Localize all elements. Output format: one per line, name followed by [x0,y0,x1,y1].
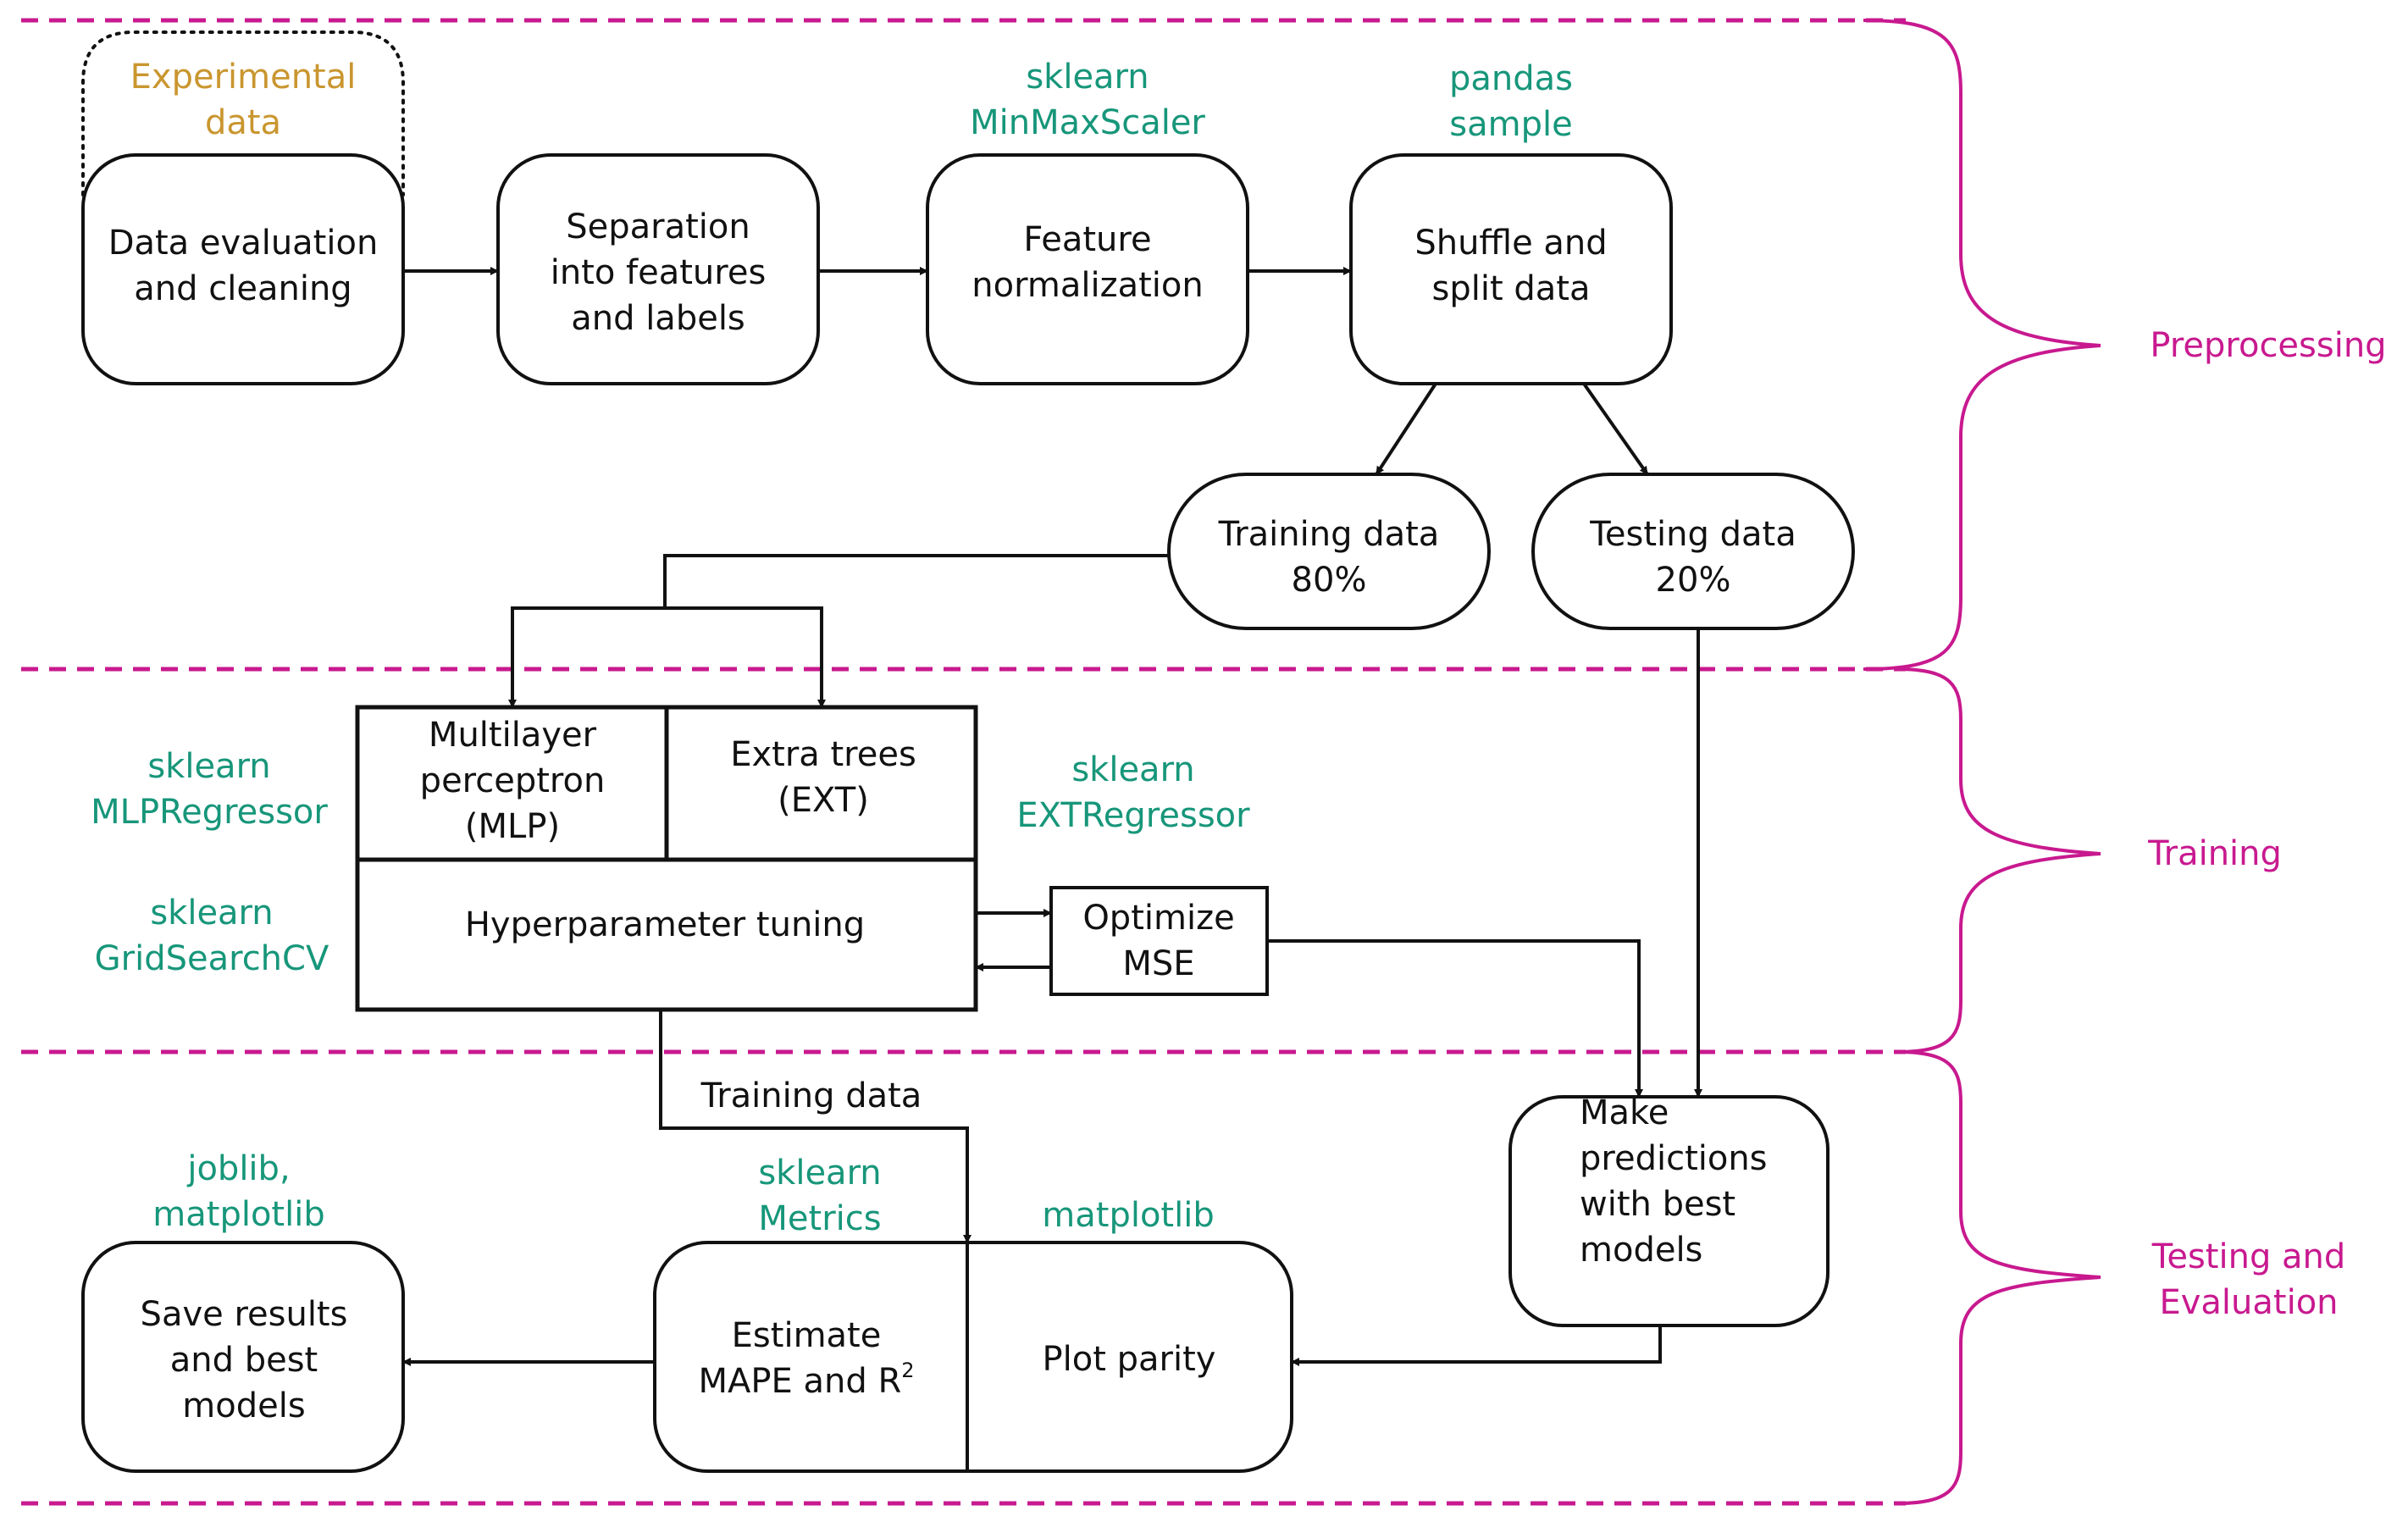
arrow-shuffle-to-training [1375,382,1437,476]
matplotlib-lib-label: matplotlib [1042,1196,1215,1235]
joblib-lib-label: joblib,matplotlib [152,1149,325,1234]
training-data-box [1167,473,1491,630]
plot-parity-label: Plot parity [1042,1340,1216,1379]
arrow-optimize-to-predictions [1267,939,1643,1098]
brace-preprocessing [1863,19,2101,671]
training-data-connector-label: Training data [700,1076,922,1115]
brace-testing [1896,1050,2101,1505]
arrow-shuffle-to-testing [1582,382,1649,476]
arrow-predictions-to-plot [1291,1325,1662,1366]
save-results-box [81,1241,405,1473]
ext-label: Extra trees(EXT) [730,735,916,820]
arrow-to-mlp [512,606,826,708]
optimize-box [1049,886,1269,996]
connector-training-data-to-models [663,554,1169,608]
testing-data-box [1531,473,1855,630]
metrics-plot-box [653,1241,1293,1473]
predictions-box [1508,1095,1830,1327]
stage-label-training: Training [2148,834,2282,873]
brace-training [1896,667,2101,1054]
hyperparameter-tuning-label: Hyperparameter tuning [464,905,866,944]
stage-label-preprocessing: Preprocessing [2150,326,2387,365]
arrow-tuning-to-metrics [659,1010,972,1243]
